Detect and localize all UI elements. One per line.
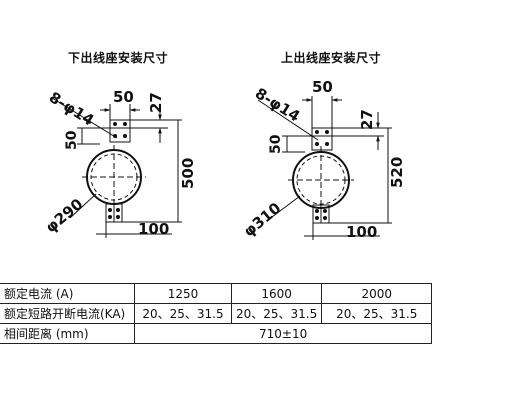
row-label-phase-distance: 相间距离 (mm) <box>0 323 135 344</box>
right-dim-circle: φ310 <box>240 199 285 240</box>
title-top-outlet: 上出线座安装尺寸 <box>281 51 382 65</box>
table-row: 相间距离 (mm) 710±10 <box>0 323 433 344</box>
left-top-bracket <box>109 119 131 143</box>
table-row: 额定短路开断电流(KA) 20、25、31.5 20、25、31.5 20、25… <box>0 303 433 324</box>
left-dim-top-width: 50 <box>113 88 134 106</box>
right-drawing <box>257 96 392 240</box>
title-bottom-outlet: 下出线座安装尺寸 <box>68 51 169 65</box>
cell-breaking-2: 20、25、31.5 <box>230 303 323 324</box>
row-label-rated-current: 额定电流 (A) <box>0 283 135 304</box>
right-holes-label: 8-φ14 <box>252 84 303 125</box>
cell-current-2: 1600 <box>230 283 323 304</box>
right-dim-top-height: 27 <box>358 109 376 130</box>
right-dim-bottom: 100 <box>346 223 377 241</box>
left-drawing <box>51 97 182 238</box>
cell-phase-distance: 710±10 <box>133 323 433 344</box>
row-label-breaking-current: 额定短路开断电流(KA) <box>0 303 135 324</box>
right-dim-top-width: 50 <box>312 78 333 96</box>
table-row: 额定电流 (A) 1250 1600 2000 <box>0 283 433 304</box>
left-dim-circle: φ290 <box>42 195 87 236</box>
cell-current-1: 1250 <box>134 283 232 304</box>
cell-breaking-3: 20、25、31.5 <box>321 303 433 324</box>
left-dim-height: 500 <box>179 158 197 189</box>
left-dim-top-height: 27 <box>147 92 165 113</box>
cell-breaking-1: 20、25、31.5 <box>134 303 232 324</box>
left-holes-label: 8-φ14 <box>46 88 97 129</box>
left-dim-side: 50 <box>64 130 80 150</box>
right-top-bracket <box>311 127 333 151</box>
spec-table: 额定电流 (A) 1250 1600 2000 额定短路开断电流(KA) 20、… <box>0 283 433 344</box>
right-dim-side: 50 <box>268 134 284 154</box>
right-dim-height: 520 <box>388 157 406 188</box>
cell-current-3: 2000 <box>321 283 433 304</box>
left-dim-bottom: 100 <box>138 220 169 238</box>
